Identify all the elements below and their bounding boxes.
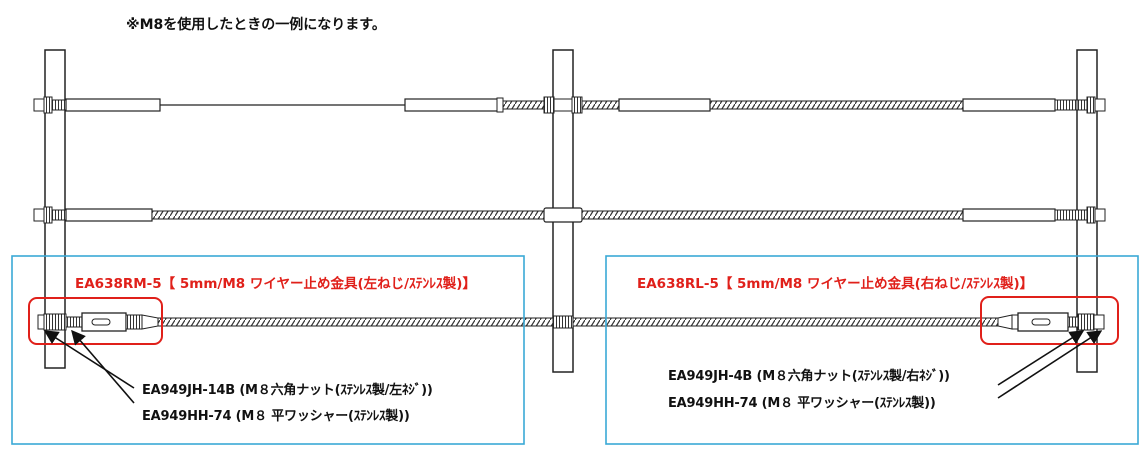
right-washer-arrow — [997, 330, 1103, 399]
left-product-title: EA638RM-5【 5mm/M8 ワイヤー止め金具(左ねじ/ｽﾃﾝﾚｽ製)】 — [75, 276, 476, 292]
left-washer-label: EA949HH-74 (M８ 平ワッシャー(ｽﾃﾝﾚｽ製)) — [142, 409, 410, 424]
left-washer — [37, 314, 45, 330]
usage-note: ※M8を使用したときの一例になります。 — [126, 17, 386, 33]
wire-row-2 — [33, 206, 1106, 224]
wire-row-3 — [37, 312, 1105, 332]
right-nut-arrow — [997, 330, 1085, 386]
right-washer-label: EA949HH-74 (M８ 平ワッシャー(ｽﾃﾝﾚｽ製)) — [668, 396, 936, 411]
wire-row-1 — [33, 96, 1106, 114]
left-nut-label: EA949JH-14B (M８六角ナット(ｽﾃﾝﾚｽ製/左ﾈｼﾞ)) — [142, 383, 433, 398]
right-nut-label: EA949JH-4B (M８六角ナット(ｽﾃﾝﾚｽ製/右ﾈｼﾞ)) — [668, 369, 950, 384]
left-highlight-box — [28, 297, 163, 345]
right-nut — [1077, 313, 1095, 331]
left-washer-arrow — [71, 329, 135, 404]
right-group-box — [605, 255, 1139, 445]
right-highlight-box — [980, 296, 1119, 345]
right-washer — [1093, 314, 1105, 330]
left-nut-arrow — [43, 330, 135, 389]
left-group-box — [11, 255, 525, 445]
right-product-title: EA638RL-5【 5mm/M8 ワイヤー止め金具(右ねじ/ｽﾃﾝﾚｽ製)】 — [637, 276, 1034, 292]
left-nut — [43, 313, 67, 331]
